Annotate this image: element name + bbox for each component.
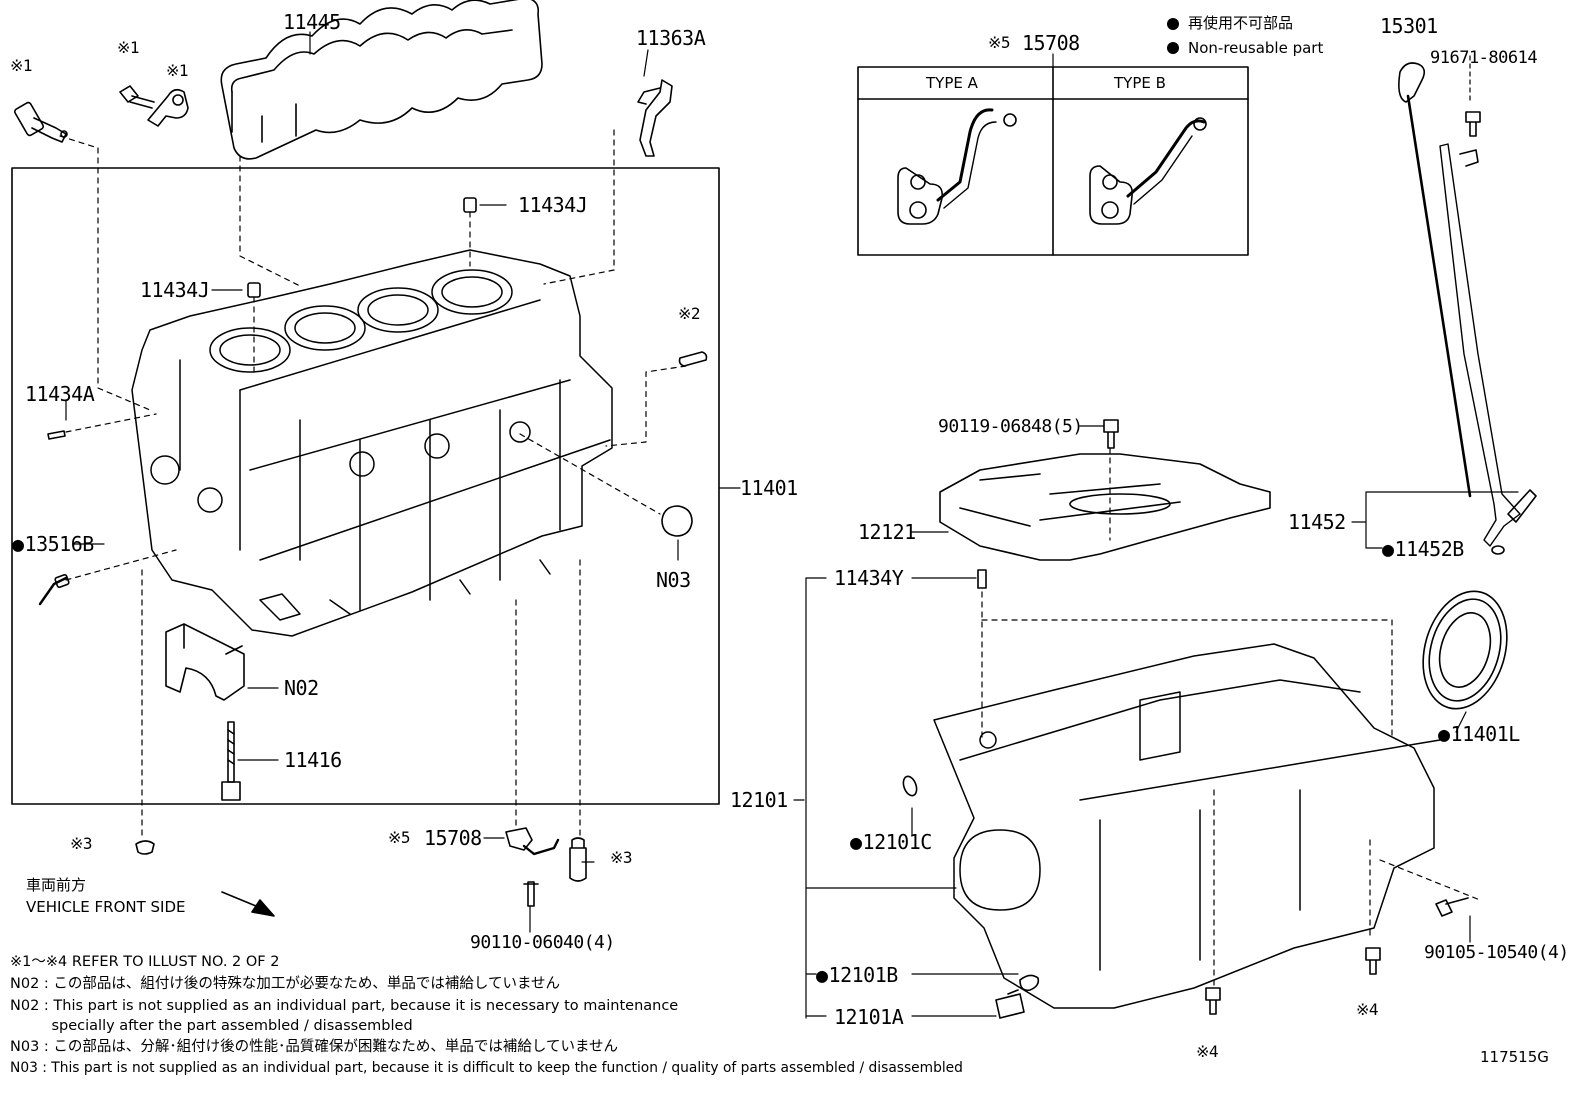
plug-N03 [661,505,693,537]
note-line-6: N03 : This part is not supplied as an in… [10,1060,963,1076]
bolt-11416 [221,721,241,801]
oil-pan-12101 [933,643,1441,1009]
label-15708-bottom: 15708 [424,826,482,850]
nut-3 [135,840,155,855]
dipstick-15301 [1398,62,1472,498]
ref-3a: ※3 [70,834,93,853]
label-15708-top: 15708 [1022,31,1080,55]
type-a-label: TYPE A [926,74,978,92]
oring-11452B [1491,545,1505,555]
bolt-91671 [1465,111,1481,137]
bolt-90119 [1103,419,1119,449]
pin-11434J-mid [247,282,261,298]
label-11452B: 11452B [1382,539,1465,559]
note-line-5: N03 : この部品は、分解･組付け後の性能･品質確保が困難なため、単品では補給… [10,1039,619,1055]
ref-2: ※2 [678,304,701,323]
label-12101C: 12101C [850,832,933,852]
ref-4a: ※4 [1356,1000,1379,1019]
oil-jet-15708 [505,827,560,907]
oil-seal-11401L [1422,590,1508,710]
ref-1c: ※1 [166,61,189,80]
guide-11452 [1439,143,1537,547]
plug-12101A [995,989,1025,1019]
pipe-13516B [38,576,68,606]
pin-2 [678,351,708,367]
part-11363A [637,79,673,157]
label-N02: N02 [284,676,319,700]
bolt-90105 [1435,897,1469,917]
ref-3b: ※3 [610,848,633,867]
ref-1a: ※1 [10,56,33,75]
part-11445 [220,0,543,160]
front-arrow-icon [221,891,275,917]
label-13516B: 13516B [12,534,95,554]
pin-11434A [47,430,66,440]
dashed-lines [59,129,1481,991]
label-12101A: 12101A [834,1005,904,1029]
type-box [857,66,1249,256]
front-en: VEHICLE FRONT SIDE [26,898,186,916]
label-11434A: 11434A [25,382,95,406]
bracket-1 [147,88,189,127]
ref-1b: ※1 [117,38,140,57]
cylinder-block [131,249,613,637]
label-11452: 11452 [1288,510,1346,534]
note-line-2: N02 : この部品は、組付け後の特殊な加工が必要なため、単品では補給していませ… [10,976,561,992]
ref-5-bottom: ※5 [388,828,411,847]
label-12121: 12121 [858,520,916,544]
knock-sensor [14,101,68,143]
type-b-label: TYPE B [1114,74,1166,92]
note-line-3: N02 : This part is not supplied as an in… [10,998,679,1014]
label-11401: 11401 [740,476,798,500]
note-line-4: specially after the part assembled / dis… [10,1018,413,1034]
label-11434J-top: 11434J [518,193,588,217]
bolt-4b [1205,987,1221,1015]
label-11445: 11445 [283,10,341,34]
label-11416: 11416 [284,748,342,772]
illustration-id: 117515G [1480,1048,1549,1066]
gasket-12101B [1019,974,1040,992]
label-91671-80614: 91671-80614 [1430,48,1538,68]
block-frame [11,167,720,805]
label-12101: 12101 [730,788,788,812]
pin-11434Y [977,569,987,589]
label-90105-10540: 90105-10540(4) [1424,942,1569,963]
label-90119-06848: 90119-06848(5) [938,416,1083,437]
label-12101B: 12101B [816,965,899,985]
label-N03: N03 [656,568,691,592]
label-11434J-mid: 11434J [140,278,210,302]
ref-4b: ※4 [1196,1042,1219,1061]
legend-en: Non-reusable part [1188,39,1324,57]
label-11401L: 11401L [1438,724,1521,744]
label-11363A: 11363A [636,26,706,50]
bolt-4a [1365,947,1381,975]
ref-5-top: ※5 [988,33,1011,52]
label-15301: 15301 [1380,14,1438,38]
bearing-cap-N02 [165,623,245,701]
note-line-1: ※1～※4 REFER TO ILLUST NO. 2 OF 2 [10,954,280,970]
label-11434Y: 11434Y [834,566,904,590]
legend-jp: 再使用不可部品 [1188,14,1294,32]
front-jp: 車両前方 [26,876,87,894]
pin-11434J-top [463,197,477,213]
baffle-12121 [939,453,1271,561]
sleeve-3 [569,837,587,882]
oring-12101C [902,775,918,797]
label-90110-06040: 90110-06040(4) [470,932,615,953]
bolt-1 [119,85,155,109]
